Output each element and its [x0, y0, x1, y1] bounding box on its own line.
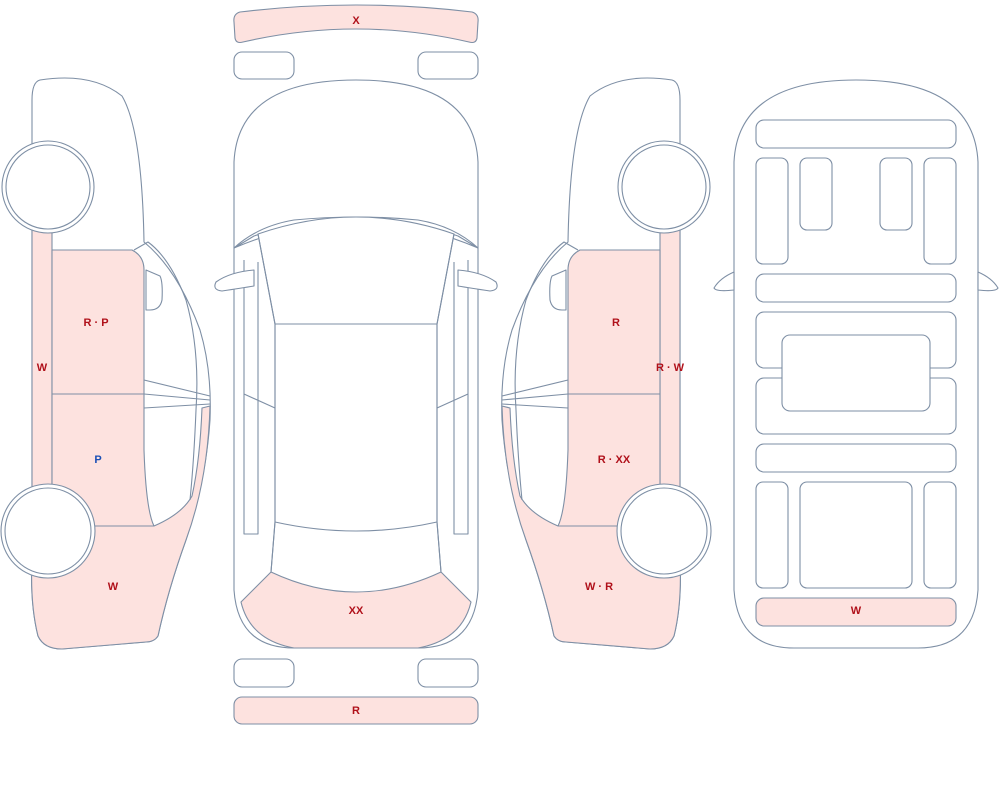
roof[interactable]	[274, 323, 438, 532]
right-rear-door-code: R · XX	[598, 454, 631, 466]
underbody-right-inner-rail[interactable]	[879, 157, 913, 231]
front-bumper-code: X	[352, 15, 360, 27]
right-rear-quarter-code: W · R	[585, 581, 613, 593]
right-pillars	[436, 233, 469, 573]
left-window-frame	[133, 241, 211, 501]
left-front-door[interactable]	[51, 249, 145, 395]
right-rear-quarter[interactable]	[501, 405, 681, 650]
left-front-tire[interactable]	[5, 144, 91, 230]
left-pillars	[243, 233, 276, 573]
rear-glass[interactable]	[240, 571, 472, 649]
right-window-frame	[501, 241, 579, 501]
underbody-left-mirror[interactable]	[713, 271, 735, 292]
left-rear-quarter-code: W	[108, 581, 119, 593]
right-front-door[interactable]	[567, 249, 661, 395]
right-front-tire[interactable]	[621, 144, 707, 230]
underbody-rear-floor-pan[interactable]	[799, 481, 913, 589]
underbody-front-subframe[interactable]	[755, 273, 957, 303]
right-rear-tire[interactable]	[620, 487, 708, 575]
underbody-right-front-rail[interactable]	[923, 157, 957, 265]
rear-bumper[interactable]	[233, 696, 479, 725]
left-rear-quarter[interactable]	[31, 405, 211, 650]
underbody-left-rear-rail[interactable]	[755, 481, 789, 589]
underbody-rear-crossmember[interactable]	[755, 443, 957, 473]
front-right-headlight[interactable]	[417, 51, 479, 80]
left-rear-tire[interactable]	[4, 487, 92, 575]
left-mirror-top[interactable]	[214, 269, 255, 292]
right-mirror-top[interactable]	[457, 269, 498, 292]
left-front-door-code: R · P	[83, 317, 108, 329]
right-rocker-code: R · W	[656, 362, 685, 374]
left-rocker-code: W	[37, 362, 48, 374]
front-left-headlight[interactable]	[233, 51, 295, 80]
rear-right-taillight[interactable]	[417, 658, 479, 688]
front-bumper[interactable]	[233, 4, 479, 44]
underbody-rear-panel[interactable]	[755, 597, 957, 627]
left-side-mirror[interactable]	[145, 269, 163, 311]
left-rear-door-code: P	[94, 454, 101, 466]
underbody-left-inner-rail[interactable]	[799, 157, 833, 231]
underbody-right-rear-rail[interactable]	[923, 481, 957, 589]
underbody-left-front-rail[interactable]	[755, 157, 789, 265]
underbody-rear-code: W	[851, 605, 862, 617]
front-glass[interactable]	[257, 216, 455, 325]
underbody-center-tunnel[interactable]	[781, 334, 931, 412]
rear-glass-code: XX	[349, 605, 364, 617]
rear-left-taillight[interactable]	[233, 658, 295, 688]
right-front-door-code: R	[612, 317, 620, 329]
underbody-front-crossmember[interactable]	[755, 119, 957, 149]
rear-bumper-code: R	[352, 705, 360, 717]
underbody-right-mirror[interactable]	[977, 271, 999, 292]
right-side-mirror[interactable]	[549, 269, 567, 311]
